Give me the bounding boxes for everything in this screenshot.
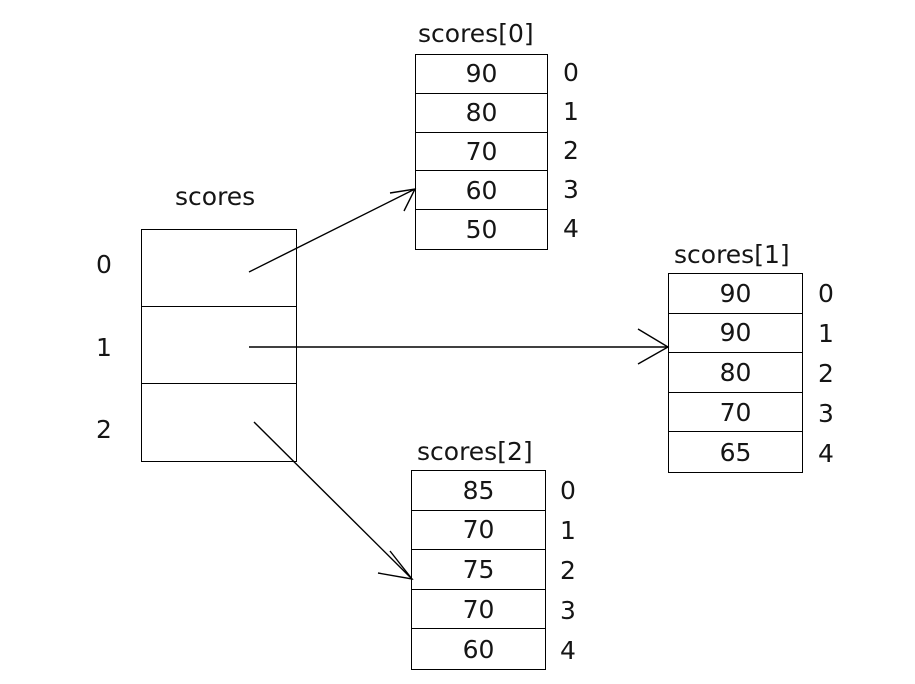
outer-cell-2[interactable] <box>142 383 296 461</box>
array-0-index-4: 4 <box>563 214 579 243</box>
array-0-index-3: 3 <box>563 175 579 204</box>
array-2-index-1: 1 <box>560 516 576 545</box>
array-2-index-3: 3 <box>560 596 576 625</box>
array-0-index-1: 1 <box>563 97 579 126</box>
array-1-cell-1[interactable]: 90 <box>669 313 802 354</box>
array-0-cell-1[interactable]: 80 <box>416 93 547 133</box>
array-0-cell-0[interactable]: 90 <box>416 55 547 94</box>
array-0-index-0: 0 <box>563 58 579 87</box>
array-0-cell-2[interactable]: 70 <box>416 132 547 172</box>
array-1-cell-2[interactable]: 80 <box>669 353 802 393</box>
array-2-cell-3[interactable]: 70 <box>412 589 545 630</box>
array-1-cell-3[interactable]: 70 <box>669 392 802 433</box>
array-0-cell-3[interactable]: 60 <box>416 171 547 211</box>
array-1-box: 90 90 80 70 65 <box>668 273 803 473</box>
array-0-box: 90 80 70 60 50 <box>415 54 548 250</box>
outer-array-box <box>141 229 297 462</box>
array-2-index-4: 4 <box>560 636 576 665</box>
pointer-arrow-1 <box>249 328 670 365</box>
array-2-cell-1[interactable]: 70 <box>412 510 545 551</box>
outer-index-1: 1 <box>96 333 112 362</box>
array-1-cell-0[interactable]: 90 <box>669 274 802 314</box>
outer-array-label: scores <box>175 182 256 211</box>
outer-cell-1[interactable] <box>142 306 296 384</box>
array-0-index-2: 2 <box>563 136 579 165</box>
array-1-index-0: 0 <box>818 279 834 308</box>
array-2-cell-2[interactable]: 75 <box>412 550 545 590</box>
array-2-index-2: 2 <box>560 556 576 585</box>
array-1-index-4: 4 <box>818 439 834 468</box>
array-1-index-2: 2 <box>818 359 834 388</box>
array-0-label: scores[0] <box>418 19 534 48</box>
array-1-index-1: 1 <box>818 319 834 348</box>
array-1-label: scores[1] <box>674 240 790 269</box>
outer-index-2: 2 <box>96 415 112 444</box>
array-2-cell-0[interactable]: 85 <box>412 471 545 511</box>
array-2-box: 85 70 75 70 60 <box>411 470 546 670</box>
outer-cell-0[interactable] <box>142 230 296 307</box>
array-2-label: scores[2] <box>417 437 533 466</box>
array-1-cell-4[interactable]: 65 <box>669 432 802 472</box>
array-2-cell-4[interactable]: 60 <box>412 629 545 669</box>
array-1-index-3: 3 <box>818 399 834 428</box>
outer-index-0: 0 <box>96 250 112 279</box>
array-0-cell-4[interactable]: 50 <box>416 210 547 249</box>
array-2-index-0: 0 <box>560 476 576 505</box>
